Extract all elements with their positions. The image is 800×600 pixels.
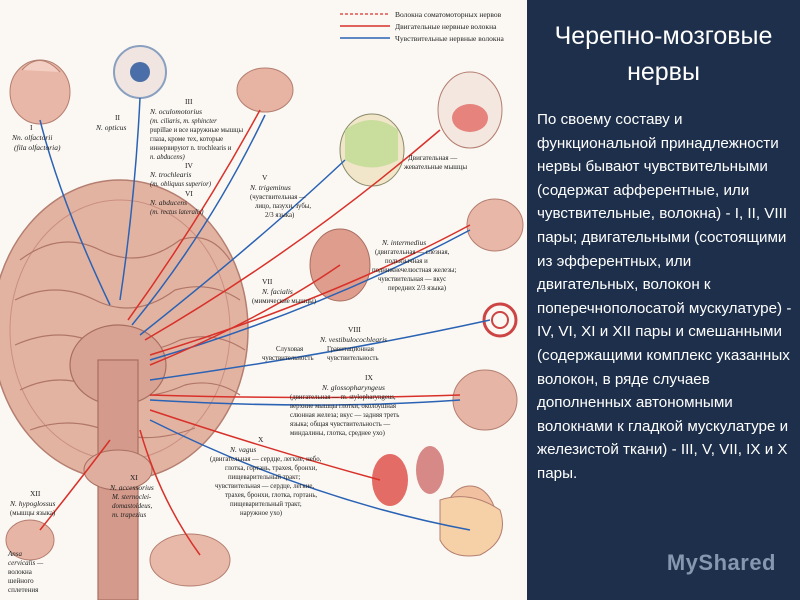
nerve-v-number: V xyxy=(262,173,268,182)
nerve-ix-label: IX N. glossopharyngeus (двигательная — m… xyxy=(290,373,399,437)
title-line2: нервы xyxy=(627,58,700,86)
description-paragraph: По своему составу и функциональной прина… xyxy=(537,111,792,482)
nerve-iv-sub: (m. obliquus superior) xyxy=(150,181,212,188)
intermedius-line1: (двигательная — слезная, xyxy=(375,249,450,256)
nerve-ix-line4: языка; общая чувствительность — xyxy=(290,421,390,428)
nerve-viii-l1: Гравитационная xyxy=(327,346,374,353)
nerve-ix-name: N. glossopharyngeus xyxy=(321,383,385,392)
intermedius-line2: подъязычная и xyxy=(385,258,428,265)
nerve-vii-name: N. facialis xyxy=(261,287,293,296)
nerve-v-name: N. trigeminus xyxy=(249,183,291,192)
nerve-v-sub: (чувствительная — xyxy=(250,194,306,201)
brain-illustration xyxy=(0,179,249,600)
nerve-x-line7: наружное ухо) xyxy=(240,510,282,517)
nerve-vi-label: VI N. abducens (m. rectus lateralis) xyxy=(149,189,204,216)
illustration-svg: Волокна соматомоторных нервов Двигательн… xyxy=(0,10,524,600)
text-panel: Черепно-мозговые нервы По своему составу… xyxy=(527,0,800,600)
nerve-vii-number: VII xyxy=(262,277,273,286)
nerve-x-line4: чувствительная — сердце, легкие, xyxy=(215,483,314,490)
intermedius-line4: чувствительная — вкус xyxy=(378,276,446,283)
nerve-ix-number: IX xyxy=(365,373,373,382)
nerve-x-line2: глотка, гортань, трахея, бронхи, xyxy=(225,465,317,472)
ansa-line5: сплетения xyxy=(8,586,39,594)
nerve-v-motor-line2: жевательные мышцы xyxy=(403,163,467,171)
nerve-v-label: V N. trigeminus (чувствительная — лицо, … xyxy=(249,173,311,219)
nerve-viii-number: VIII xyxy=(348,325,361,334)
legend: Волокна соматомоторных нервов Двигательн… xyxy=(340,10,504,43)
legend-somatomotor: Волокна соматомоторных нервов xyxy=(395,10,502,19)
nerve-v-sub3: 2/3 языка) xyxy=(265,212,294,219)
nerve-x-line1: (двигательная — сердце, легкие, небо, xyxy=(210,456,322,463)
nerve-vi-number: VI xyxy=(185,189,193,198)
ansa-cervicalis-label: Ansa cervicalis — волокна шейного сплете… xyxy=(7,550,44,594)
nerve-i-label: I Nn. olfactorii (fila olfactoria) xyxy=(11,123,61,152)
nerve-iv-name: N. trochlearis xyxy=(149,170,191,179)
ansa-line2: cervicalis — xyxy=(8,559,44,567)
organ-sketches xyxy=(5,45,524,587)
nerve-v-motor-label: Двигательная — жевательные мышцы xyxy=(403,154,467,171)
page-title: Черепно-мозговые нервы xyxy=(527,18,800,90)
cranial-nerves-illustration: Волокна соматомоторных нервов Двигательн… xyxy=(0,0,527,600)
legend-motor: Двигательные нервные волокна xyxy=(395,22,497,31)
nerve-xii-number: XII xyxy=(30,489,41,498)
nerve-ii-number: II xyxy=(115,113,120,122)
nerve-xi-sub3: m. trapezius xyxy=(112,511,147,519)
nerve-iv-number: IV xyxy=(185,161,193,170)
nerve-iii-sub5: n. abducens) xyxy=(150,154,185,161)
nerve-xi-name: N. accessorius xyxy=(109,483,154,492)
nerve-iii-number: III xyxy=(185,97,193,106)
nerve-x-name: N. vagus xyxy=(229,445,256,454)
nerve-xi-sub2: domastoideus, xyxy=(112,502,153,510)
nerve-ix-line5: миндалины, глотка, среднее ухо) xyxy=(290,430,385,437)
intermedius-name: N. intermedius xyxy=(381,238,426,247)
nerve-x-number: X xyxy=(258,435,264,444)
nerve-i-name: Nn. olfactorii xyxy=(11,133,52,142)
nerve-xii-name: N. hypoglossus xyxy=(9,499,56,508)
nerve-ii-label: II N. opticus xyxy=(95,113,126,132)
nerve-iii-label: III N. oculomotorius (m. ciliaris, m. sp… xyxy=(149,97,244,161)
nerve-vii-label: VII N. facialis (мимические мышцы) xyxy=(252,277,316,305)
nerve-xi-sub: M. sternoclei- xyxy=(111,493,152,501)
nerve-xii-label: XII N. hypoglossus (мышцы языка) xyxy=(9,489,56,517)
nerve-xi-label: XI N. accessorius M. sternoclei- domasto… xyxy=(109,473,154,519)
legend-sensory: Чувствительные нервные волокна xyxy=(395,34,504,43)
nerve-x-line3: пищеварительный тракт; xyxy=(228,474,300,481)
nerve-x-line5: трахея, бронхи, глотка, гортань, xyxy=(225,492,317,499)
nerve-intermedius-label: N. intermedius (двигательная — слезная, … xyxy=(372,238,456,292)
nerve-iii-sub3: глаза, кроме тех, которые xyxy=(150,136,223,143)
nerve-viii-name: N. vestibulocochlearis xyxy=(319,335,387,344)
watermark-logo: MyShared xyxy=(666,550,776,575)
nerve-iii-sub: (m. ciliaris, m. sphincter xyxy=(150,118,217,125)
ansa-line1: Ansa xyxy=(7,550,23,558)
nerve-paths xyxy=(39,97,491,556)
nerve-ix-line3: слюнная железа; вкус — задняя треть xyxy=(290,412,399,419)
nerve-iii-sub2: pupillae и все наружные мышцы xyxy=(150,127,244,134)
nerve-x-line6: пищеварительный тракт, xyxy=(230,501,302,508)
nerve-viii-label: VIII N. vestibulocochlearis Гравитационн… xyxy=(262,325,387,362)
nerve-ii-name: N. opticus xyxy=(95,123,126,132)
nerve-i-sub: (fila olfactoria) xyxy=(14,143,61,152)
nerve-iii-sub4: иннервируют n. trochlearis и xyxy=(150,145,232,152)
title-line1: Черепно-мозговые xyxy=(554,22,773,50)
nerve-xi-number: XI xyxy=(130,473,138,482)
nerve-iv-label: IV N. trochlearis (m. obliquus superior) xyxy=(149,161,212,188)
nerve-v-sub2: лицо, пазухи, зубы, xyxy=(255,203,311,210)
nerve-vi-name: N. abducens xyxy=(149,198,187,207)
intermedius-line5: передних 2/3 языка) xyxy=(388,285,446,292)
nerve-x-label: X N. vagus (двигательная — сердце, легки… xyxy=(210,435,322,517)
nerve-v-motor-line1: Двигательная — xyxy=(408,154,458,162)
nerve-iii-name: N. oculomotorius xyxy=(149,107,202,116)
nerve-ix-line2: верхние мышцы глотки, околоушная xyxy=(290,403,396,410)
intermedius-line3: поднижнечелюстная железы; xyxy=(372,267,456,274)
nerve-viii-r1: Слуховая xyxy=(276,346,303,353)
nerve-vii-sub: (мимические мышцы) xyxy=(252,298,316,305)
nerve-xii-sub: (мышцы языка) xyxy=(10,510,55,517)
nerve-viii-l2: чувствительность xyxy=(327,355,379,362)
nerve-vi-sub: (m. rectus lateralis) xyxy=(150,209,204,216)
nerve-ix-line1: (двигательная — m. stylopharyngeus, xyxy=(290,394,396,401)
ansa-line4: шейного xyxy=(8,577,34,585)
ansa-line3: волокна xyxy=(8,568,33,576)
nerve-i-number: I xyxy=(30,123,33,132)
nerve-viii-r2: чувствительность xyxy=(262,355,314,362)
